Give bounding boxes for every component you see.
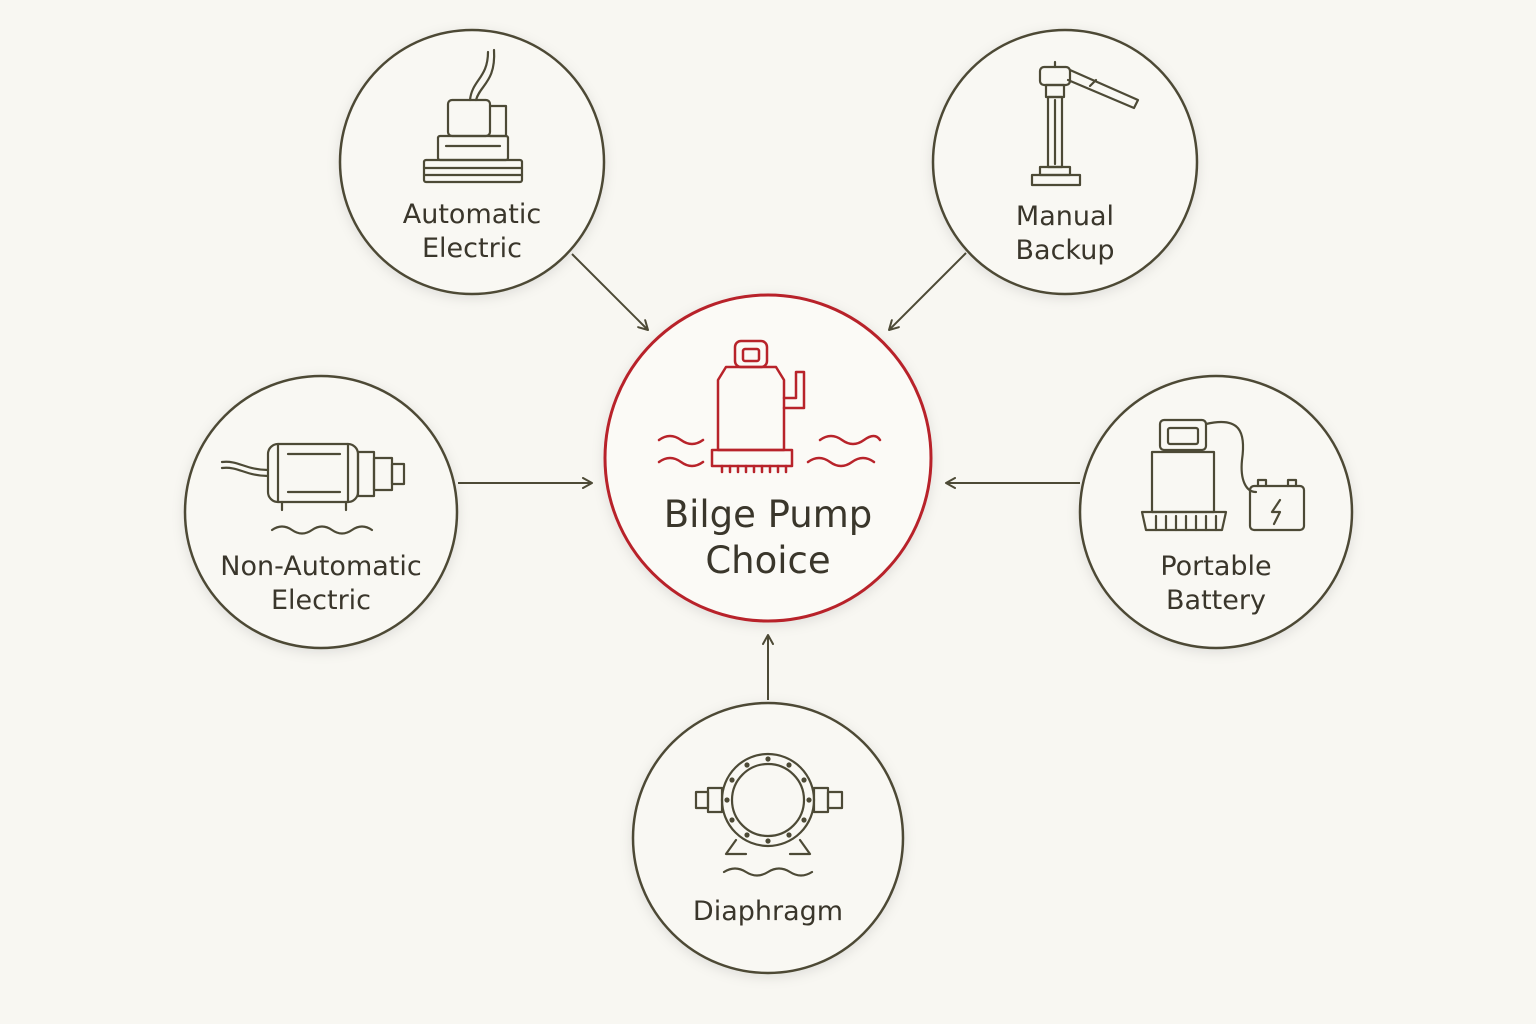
node-label-line: Non-Automatic [220, 551, 422, 582]
node-label-portable-battery: Portable Battery [1160, 550, 1271, 618]
arrow-automatic-to-center [571, 253, 649, 331]
node-label-line: Diaphragm [692, 896, 844, 927]
center-circle [603, 293, 933, 623]
center-label-line-2: Choice [705, 539, 831, 582]
inline-motor-pump-icon [220, 442, 406, 535]
diaphragm-pump-icon [694, 752, 844, 877]
node-circles [183, 28, 1354, 975]
node-label-automatic-electric: Automatic Electric [403, 198, 541, 266]
node-label-line: Battery [1166, 585, 1266, 616]
node-label-manual-backup: Manual Backup [1016, 200, 1115, 268]
node-label-non-automatic-electric: Non-Automatic Electric [220, 550, 421, 618]
hand-pump-icon [1030, 60, 1140, 187]
node-label-diaphragm: Diaphragm [693, 895, 843, 929]
node-label-line: Electric [421, 233, 523, 264]
node-circle-automatic-electric [338, 28, 606, 296]
node-label-line: Portable [1160, 551, 1272, 582]
battery-pump-icon [1140, 418, 1306, 532]
node-circle-non-automatic-electric [183, 374, 459, 650]
float-switch-pump-icon [422, 48, 524, 184]
center-label: Bilge Pump Choice [664, 492, 873, 584]
node-label-line: Automatic [402, 199, 542, 230]
node-circle-diaphragm [631, 701, 905, 975]
center-label-line-1: Bilge Pump [663, 493, 873, 536]
submersible-pump-in-water-icon [657, 339, 882, 474]
node-label-line: Backup [1015, 235, 1115, 266]
node-label-line: Manual [1015, 201, 1115, 232]
node-label-line: Electric [270, 585, 372, 616]
connectors [458, 252, 1080, 700]
arrow-manual-to-center [888, 252, 967, 331]
